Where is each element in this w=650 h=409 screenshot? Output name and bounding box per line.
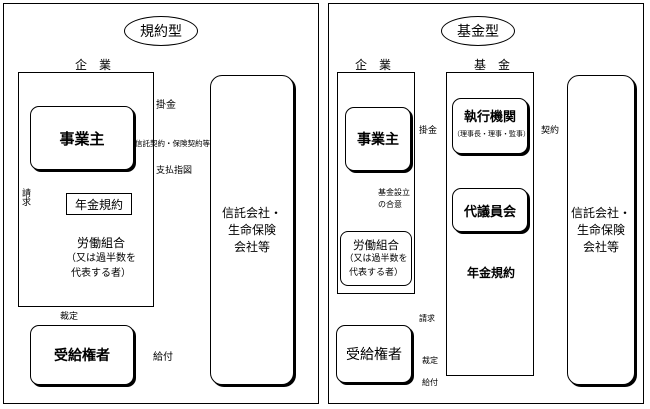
- right-labor-union-line2: （又は過半数を: [344, 253, 408, 264]
- right-employer-box: 事業主: [345, 107, 411, 171]
- right-labor-union-box: 労働組合 （又は過半数を 代表する者）: [340, 231, 412, 286]
- left-company-label: 企 業: [75, 58, 112, 72]
- left-pension-rules-box: 年金規約: [66, 193, 132, 215]
- left-employer-box: 事業主: [30, 106, 134, 170]
- right-title: 基金型: [457, 24, 499, 40]
- left-labor-union-line2: （又は過半数を: [66, 252, 136, 264]
- right-company-label: 企 業: [355, 58, 392, 72]
- right-pension-rules: 年金規約: [466, 265, 515, 280]
- left-beneficiary-box: 受給権者: [30, 325, 134, 385]
- right-delegates-box: 代議員会: [452, 188, 528, 232]
- right-request-label: 請求: [419, 314, 435, 323]
- right-labor-union-line3: 代表する者）: [348, 267, 403, 278]
- right-ruling-label: 裁定: [422, 356, 438, 365]
- right-executive-title: 執行機関: [463, 110, 516, 125]
- right-labor-union-line1: 労働組合: [353, 237, 399, 252]
- right-beneficiary: 受給権者: [346, 347, 402, 363]
- left-employer: 事業主: [59, 129, 105, 148]
- right-trust-line2: 生命保険: [576, 222, 625, 237]
- right-benefit-label: 給付: [422, 378, 438, 387]
- left-benefit-label: 給付: [153, 352, 173, 363]
- left-title: 規約型: [140, 24, 182, 40]
- right-contribution-label: 掛金: [419, 126, 438, 136]
- left-contribution-label: 掛金: [156, 100, 176, 111]
- right-fund-agreement-line1: 基金設立: [378, 188, 410, 197]
- left-labor-union-block: 労働組合 （又は過半数を 代表する者）: [58, 232, 144, 284]
- left-labor-union-line1: 労働組合: [76, 235, 125, 250]
- left-trust-line1: 信託会社・: [221, 205, 282, 220]
- left-request-label: 請求: [20, 188, 30, 206]
- left-payment-instruction-label: 支払指図: [156, 166, 193, 176]
- left-trust-company-box: 信託会社・ 生命保険 会社等: [210, 75, 294, 385]
- right-trust-line1: 信託会社・: [570, 205, 631, 220]
- left-contract-label: 信託契約・保険契約等: [135, 139, 210, 148]
- right-trust-company-box: 信託会社・ 生命保険 会社等: [567, 75, 635, 385]
- right-employer: 事業主: [357, 132, 399, 148]
- right-fund-label: 基 金: [474, 58, 511, 72]
- left-trust-line2: 生命保険: [227, 222, 276, 237]
- left-pension-rules: 年金規約: [74, 197, 123, 212]
- right-fund-agreement-line2: の合意: [378, 200, 402, 209]
- right-beneficiary-box: 受給権者: [336, 325, 412, 383]
- right-executive-box: 執行機関 （理事長・理事・監事）: [452, 98, 530, 154]
- left-title-oval: 規約型: [124, 16, 198, 46]
- right-pension-rules-box: 年金規約: [460, 262, 522, 282]
- right-fund-agreement-block: 基金設立 の合意: [378, 185, 412, 213]
- right-title-oval: 基金型: [441, 16, 515, 46]
- right-trust-line3: 会社等: [582, 239, 619, 254]
- left-labor-union-line3: 代表する者）: [71, 267, 131, 279]
- right-delegates: 代議員会: [463, 204, 516, 220]
- left-trust-line3: 会社等: [233, 239, 270, 254]
- left-beneficiary: 受給権者: [54, 348, 110, 364]
- right-contract-label: 契約: [541, 126, 560, 136]
- left-ruling-label: 裁定: [60, 312, 79, 322]
- right-executive-sub: （理事長・理事・監事）: [453, 130, 530, 138]
